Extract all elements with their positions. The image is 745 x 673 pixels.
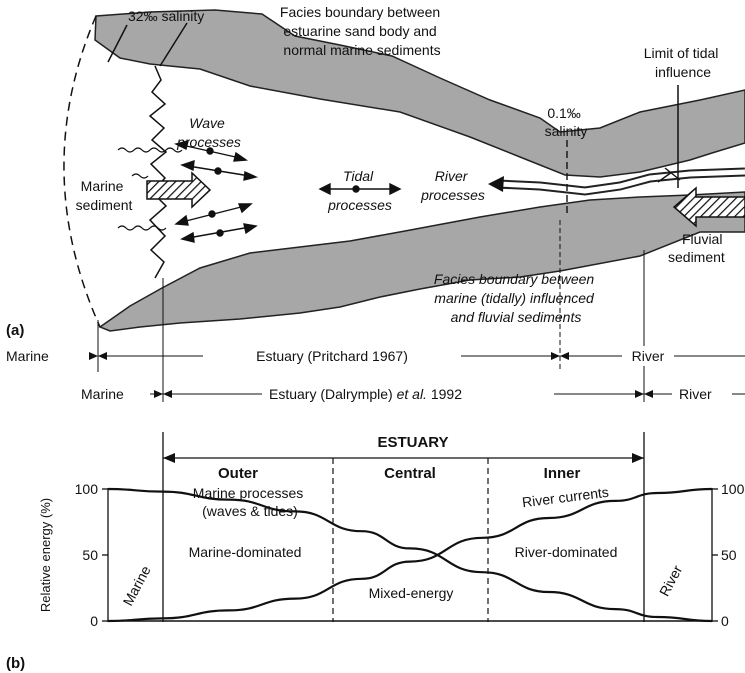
zone-outer: Outer	[218, 465, 258, 482]
river-zone-label: River	[656, 562, 686, 599]
y-axis-label: Relative energy (%)	[38, 498, 53, 612]
label-fluvial-sediment: Fluvial sediment	[668, 231, 726, 265]
pritchard-marine-label: Marine	[6, 348, 49, 364]
river-flow-arrowhead	[488, 176, 504, 192]
wave-line-3	[131, 173, 149, 179]
wave-line-1	[117, 147, 183, 153]
dalrymple-river-label: River	[679, 386, 712, 402]
marine-zone-label: Marine	[119, 563, 153, 608]
dalrymple-estuary-label: Estuary (Dalrymple) et al. 1992	[269, 386, 462, 402]
panel-a-label: (a)	[6, 322, 24, 339]
wave-line-2	[117, 225, 167, 231]
seaward-boundary-arc	[63, 15, 101, 328]
marine-processes-label: Marine processes (waves & tides)	[193, 485, 307, 519]
ytick-left-100: 100	[75, 481, 99, 497]
marine-sediment-arrow	[146, 171, 212, 209]
lower-sand-band	[98, 191, 745, 332]
panel-b-label: (b)	[6, 655, 25, 672]
label-wave-processes: Wave processes	[176, 115, 241, 150]
estuary-title: ESTUARY	[377, 434, 448, 451]
fluvial-sediment-arrow	[672, 186, 745, 228]
river-currents-label: River currents	[521, 484, 609, 511]
tidal-arrow	[318, 182, 402, 196]
curve-marine-processes-waves-tides	[107, 487, 713, 623]
marine-dominated-label: Marine-dominated	[189, 544, 302, 560]
dalrymple-marine-label: Marine	[81, 386, 124, 402]
scale-dalrymple: Marine Estuary (Dalrymple) et al. 1992 R…	[76, 384, 745, 404]
label-facies-top: Facies boundary between estuarine sand b…	[280, 4, 444, 58]
zone-central: Central	[384, 465, 436, 482]
upper-sand-band	[94, 9, 745, 178]
label-facies-bottom: Facies boundary between marine (tidally)…	[434, 271, 598, 325]
label-salinity-01: 0.1‰ salinity	[545, 105, 588, 139]
label-river-processes: River processes	[420, 168, 485, 203]
panel-a: 32‰ salinity Facies boundary between est…	[6, 4, 745, 402]
label-marine-sediment: Marine sediment	[76, 178, 133, 213]
label-salinity-32: 32‰ salinity	[128, 8, 204, 24]
label-tidal-limit: Limit of tidal influence	[644, 45, 723, 80]
river-dominated-label: River-dominated	[515, 544, 618, 560]
salinity-32-line-2	[159, 22, 188, 67]
label-tidal-processes: Tidal processes	[327, 168, 392, 213]
pritchard-river-label: River	[632, 348, 665, 364]
ytick-left-50: 50	[82, 547, 98, 563]
salinity-zigzag	[148, 65, 168, 279]
salinity-32-line-1	[107, 24, 128, 63]
scale-pritchard: Marine Estuary (Pritchard 1967) River	[0, 346, 745, 366]
curve-river-currents	[107, 487, 713, 623]
wave-arrows	[173, 140, 259, 243]
ytick-left-0: 0	[90, 613, 98, 629]
ytick-right-50: 50	[721, 547, 737, 563]
energy-curves	[107, 487, 713, 623]
ytick-right-100: 100	[721, 481, 745, 497]
pritchard-estuary-label: Estuary (Pritchard 1967)	[256, 348, 408, 364]
panel-b: ESTUARY Outer Central Inner 100 50 0 100…	[6, 432, 745, 672]
ytick-right-0: 0	[721, 613, 729, 629]
zone-inner: Inner	[544, 465, 581, 482]
mixed-energy-label: Mixed-energy	[369, 585, 454, 601]
